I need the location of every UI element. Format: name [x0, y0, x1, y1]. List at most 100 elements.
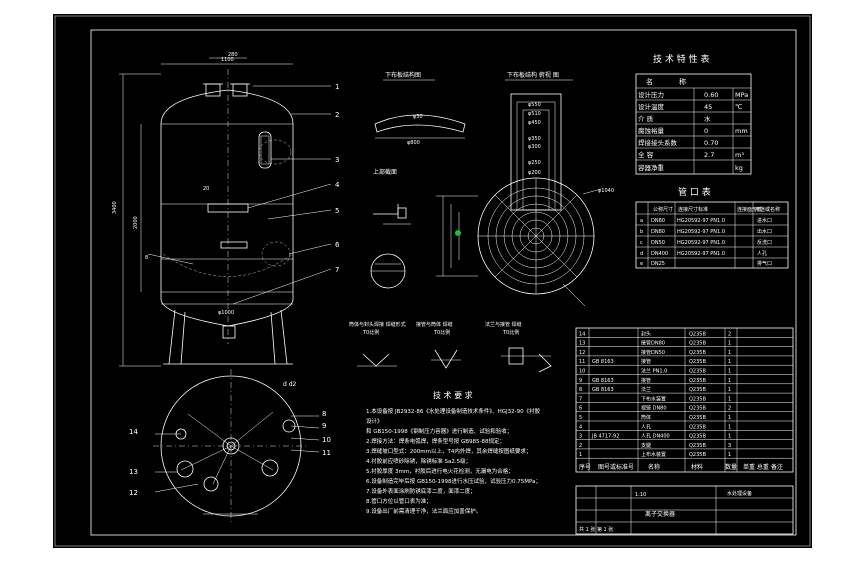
- tech-req-line-1: 1.本设备按 JB2932-86《水处理设备制造技术条件》、HGJ32-90《衬…: [366, 407, 541, 415]
- parts-cell-material: Q235B: [689, 359, 706, 365]
- spec-r6-unit: kg: [735, 164, 743, 172]
- detail-upper-title: 上部截面: [373, 168, 397, 176]
- tech-req-line-6: 4.衬胶前应喷砂除锈，除锈标准 Sa2.5级；: [366, 457, 471, 465]
- parts-cell-no: 7: [579, 396, 582, 402]
- parts-cell-material: Q235B: [689, 424, 706, 430]
- tech-req-line-9: 7.设备外表面涂刷防锈底漆二度，面漆二度；: [366, 487, 476, 495]
- bottom-outlet: [222, 325, 236, 339]
- dplan-phi: φ1040: [598, 188, 614, 194]
- technical-requirements: 技 术 要 求 1.本设备按 JB2932-86《水处理设备制造技术条件》、HG…: [366, 390, 541, 515]
- parts-cell-name: 视镜 DN80: [641, 405, 667, 412]
- inner-frame: [90, 29, 797, 536]
- middle-distributor: [220, 241, 248, 249]
- dplan-green-marker: [455, 230, 461, 236]
- side-manhole-hidden: [261, 241, 291, 267]
- parts-list-frame: [575, 327, 794, 473]
- leg-right-inner: [270, 311, 276, 365]
- tb-footer: 共 1 张 第 1 张: [579, 526, 613, 533]
- plan-leader-10: [290, 437, 320, 441]
- weld-detail-3-title: 法兰与接管 焊缝: [485, 321, 522, 328]
- spec-r5-value: 2.7: [704, 151, 714, 159]
- detail-lower-distributor: 下布板结构图 φ800 φ30: [374, 71, 466, 146]
- spec-r1-value: 45: [704, 103, 712, 111]
- drawing-canvas: 1100 280 3400 2000 8 φ1000 20 1 2 3 4 5 …: [53, 14, 812, 548]
- parts-header-weight: 单重 总重: [743, 463, 769, 471]
- parts-cell-material: Q235B: [689, 378, 706, 384]
- spec-r1-name: 设计温度: [638, 102, 665, 111]
- parts-cell-material: Q235B: [689, 341, 706, 347]
- parts-cell-name: 接管DN50: [641, 349, 665, 356]
- dim-leg-spread: φ1000: [218, 310, 234, 316]
- parts-cell-material: Q235B: [689, 369, 706, 375]
- plan-center-bore: [226, 441, 236, 451]
- balloon-10: 10: [322, 436, 331, 444]
- parts-cell-name: 人孔 DN400: [641, 433, 670, 440]
- balloon-1: 1: [335, 83, 339, 91]
- dplan-dim-3: φ450: [528, 120, 541, 126]
- engineering-drawing: 1100 280 3400 2000 8 φ1000 20 1 2 3 4 5 …: [54, 15, 811, 547]
- weld-detail-1-scale: T0比例: [362, 329, 379, 336]
- weld-detail-3-tail: [538, 353, 552, 373]
- parts-list-grid: [576, 337, 793, 459]
- nozzle-r2-dn: DN50: [651, 240, 665, 246]
- parts-cell-no: 10: [579, 369, 585, 375]
- dplan-dim-1: φ550: [528, 102, 541, 108]
- spec-r2-value: 水: [704, 114, 711, 123]
- tech-req-line-7: 5.衬胶厚度 3mm，衬胶后进行电火花检测，无漏电为合格；: [366, 467, 514, 475]
- nozzle-r3-std: HG20592-97 PN1.0: [677, 251, 725, 257]
- tech-req-line-11: 9.设备出厂前需清理干净，法兰面应加盖保护。: [366, 507, 481, 515]
- dim-nozzle-spacing: 280: [228, 52, 238, 58]
- tech-req-line-8: 6.设备制造完毕后按 GB150-1998进行水压试验，试验压力0.75MPa；: [366, 477, 541, 485]
- weld-detail-2-title: 接管与筒体 焊缝: [416, 321, 453, 328]
- balloon-7: 7: [335, 266, 339, 274]
- plan-leader-9: [290, 425, 320, 429]
- parts-cell-qty: 1: [728, 396, 731, 402]
- balloon-5: 5: [335, 207, 339, 215]
- parts-cell-qty: 1: [728, 424, 731, 430]
- lower-distributor-dim-top: φ30: [413, 114, 423, 120]
- parts-cell-qty: 2: [728, 331, 731, 337]
- parts-cell-no: 12: [579, 350, 585, 356]
- spec-r3-value: 0: [704, 127, 708, 135]
- parts-cell-code: GB 8163: [592, 359, 614, 365]
- balloon-8: 8: [322, 410, 326, 418]
- parts-cell-name: 上布水装置: [641, 451, 666, 458]
- outer-border: [54, 15, 811, 547]
- parts-cell-qty: 1: [728, 341, 731, 347]
- plan-ray-1: [187, 413, 232, 447]
- tech-spec-table: 技 术 特 性 表 名 称 设计压力 0.60 MPa 设计温度 45 ℃ 介 …: [635, 53, 752, 175]
- parts-cell-qty: 1: [728, 387, 731, 393]
- nozzle-r2-mark: c: [640, 240, 643, 246]
- nozzle-r3-use: 人孔: [757, 250, 767, 257]
- detail-lower-title: 下布板结构图: [385, 71, 421, 79]
- upper-manhole-hidden: [258, 139, 292, 165]
- leader-6: [288, 243, 332, 255]
- tech-req-title: 技 术 要 求: [433, 390, 473, 400]
- vessel-elevation: 1100 280 3400 2000 8 φ1000 20 1 2 3 4 5 …: [112, 52, 340, 367]
- lower-distributor-dim-text: φ800: [407, 140, 420, 146]
- dplan-dim-2: φ510: [528, 111, 541, 117]
- plan-ray-4: [180, 445, 232, 471]
- nozzle-r0-mark: a: [640, 218, 643, 224]
- dplan-dim-5: φ300: [528, 144, 541, 150]
- balloon-9: 9: [322, 422, 326, 430]
- nozzle-r3-mark: d: [640, 251, 643, 257]
- balloon-6: 6: [335, 241, 340, 249]
- leader-7: [232, 268, 332, 305]
- dim-level: 8: [145, 255, 148, 261]
- nozzle-table-frame: [635, 201, 789, 269]
- nozzle-r2-std: HG20592-97 PN1.0: [677, 240, 725, 246]
- leg-right: [280, 309, 288, 365]
- parts-header-no: 序号: [579, 463, 591, 471]
- nozzle-r1-std: HG20592-97 PN1.0: [677, 229, 725, 235]
- tech-req-line-3: 和 GB150-1998《钢制压力容器》进行制造、试验和验收；: [366, 427, 512, 435]
- parts-header-material: 材料: [691, 463, 703, 471]
- leg-left: [168, 309, 176, 365]
- spec-r0-name: 设计压力: [638, 90, 664, 99]
- parts-cell-no: 13: [579, 341, 585, 347]
- detail-upper-section: 上部截面: [370, 168, 411, 289]
- parts-cell-no: 1: [579, 452, 582, 458]
- dim-overall-height: 3400: [112, 201, 118, 214]
- parts-cell-no: 3: [579, 434, 582, 440]
- nozzle-r1-use: 出水口: [757, 228, 772, 235]
